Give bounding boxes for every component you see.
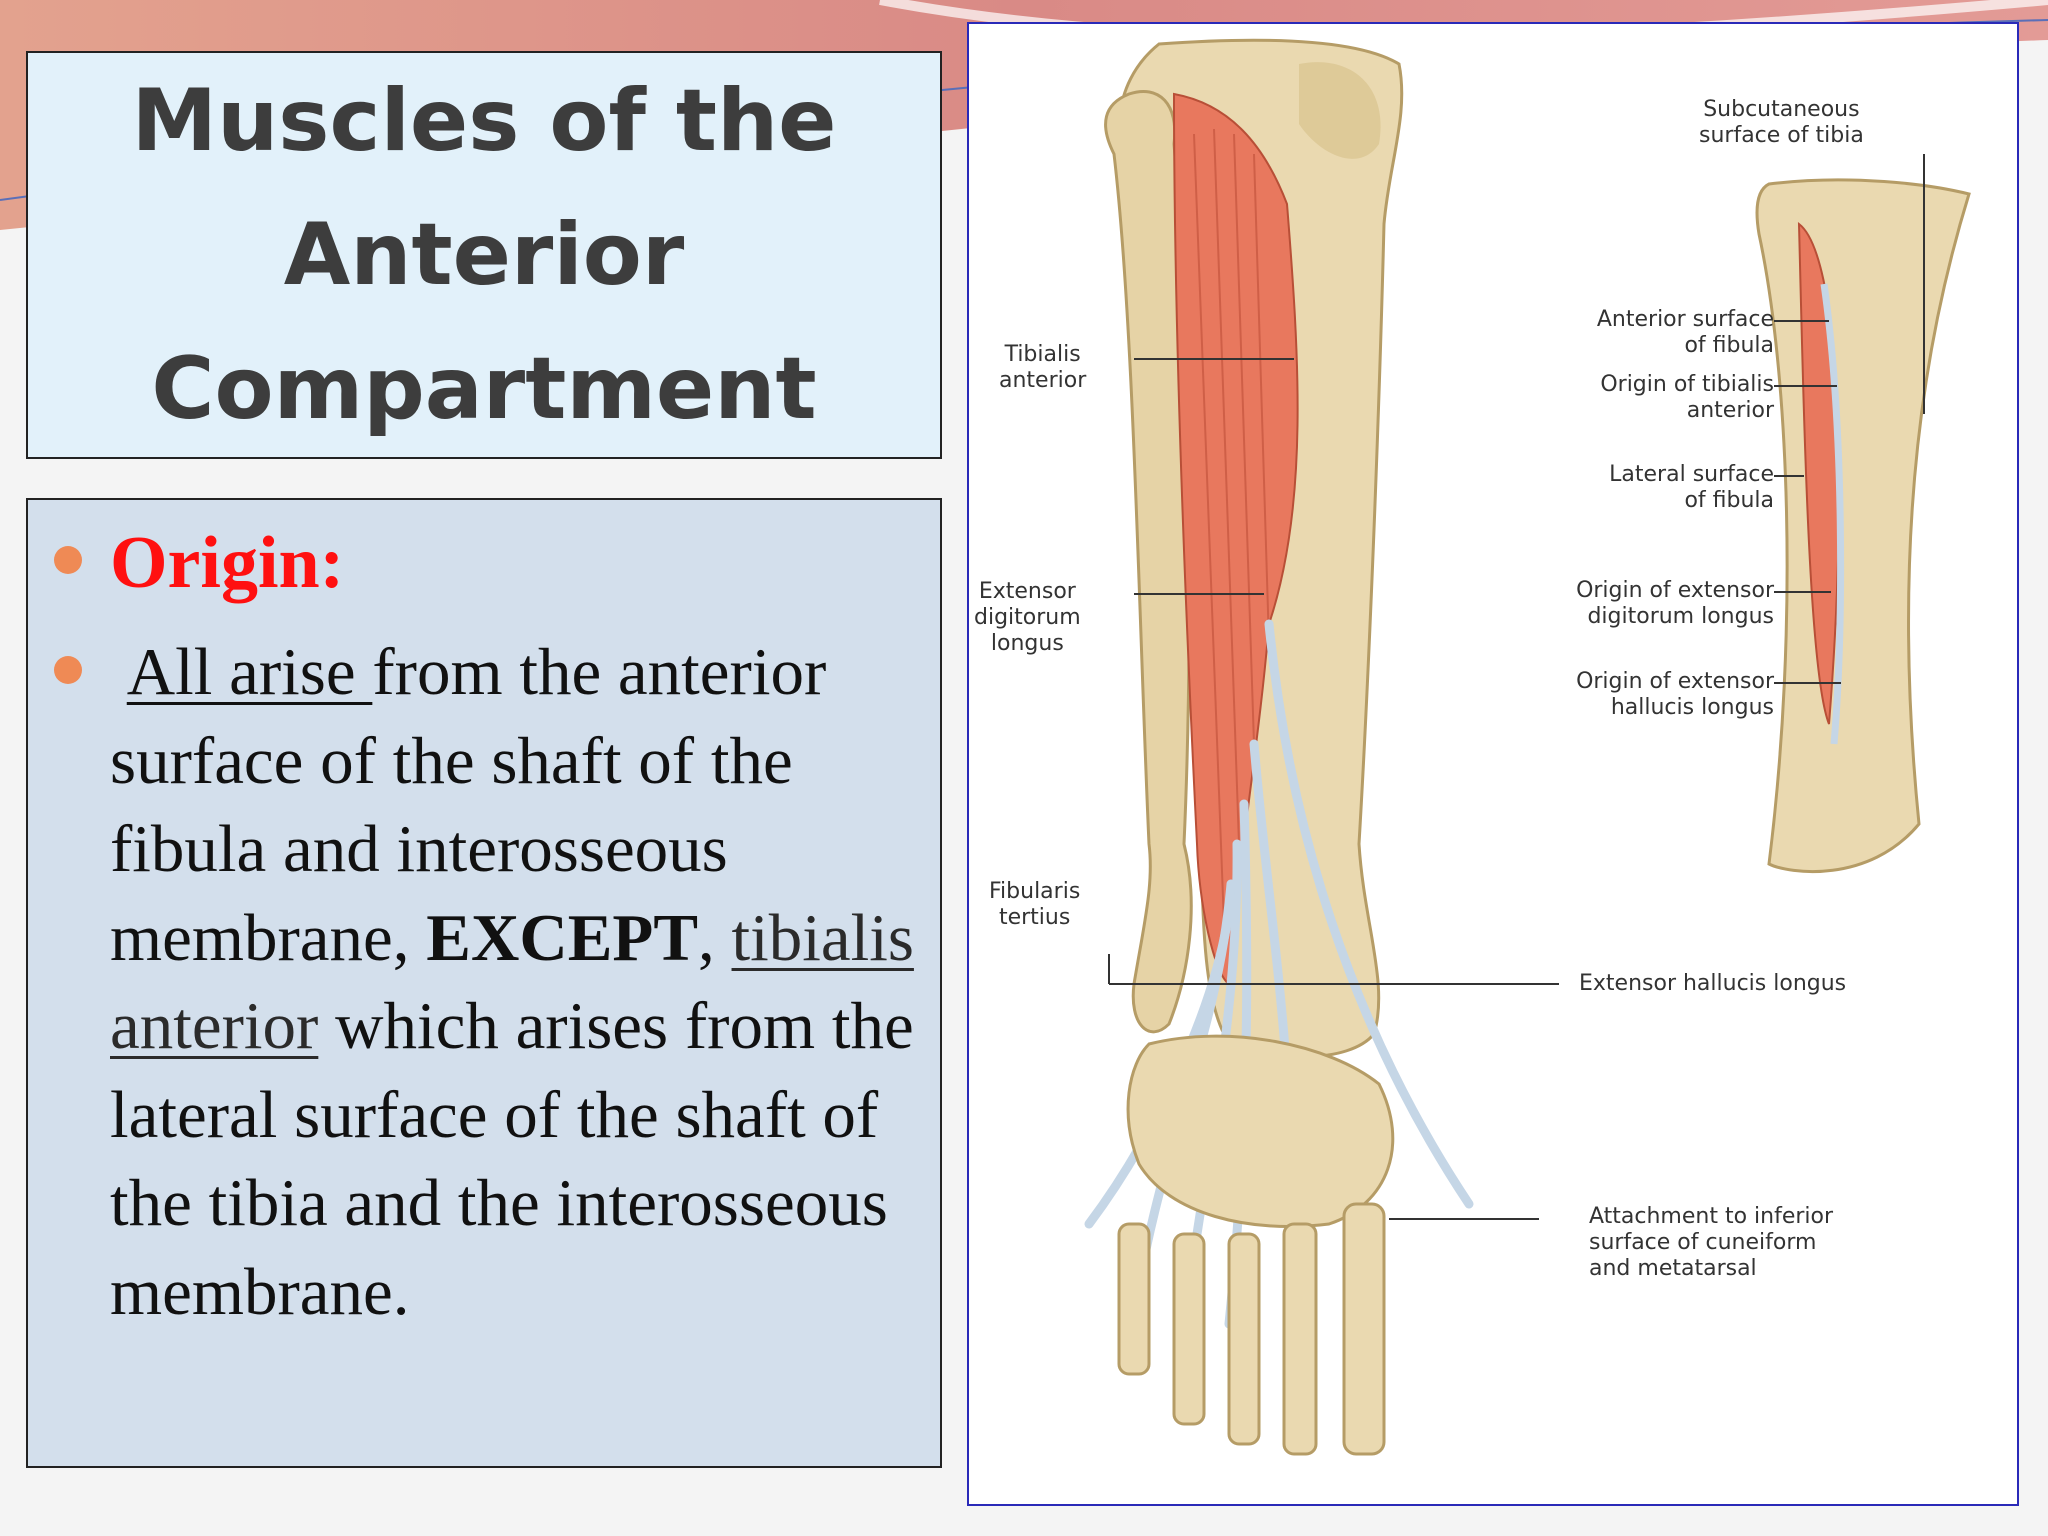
- label-extensor-digitorum-longus: Extensor digitorum longus: [974, 579, 1081, 656]
- label-fibularis-tertius: Fibularis tertius: [989, 879, 1081, 930]
- label-extensor-hallucis-longus: Extensor hallucis longus: [1579, 971, 1847, 996]
- description-part-1: from the anterior surface of the shaft o…: [110, 635, 827, 975]
- description-part-2: which arises from the lateral surface of…: [110, 989, 914, 1329]
- tibialis-anterior-text: tibialis anterior: [110, 900, 914, 1064]
- origin-description: All arise from the anterior surface of t…: [110, 628, 940, 1336]
- title-line-1: Muscles of the: [131, 71, 837, 171]
- leg-anatomy-illustration: [1084, 38, 1971, 1456]
- slide-title: Muscles of the Anterior Compartment: [131, 54, 836, 456]
- label-origin-extensor-digitorum: Origin of extensor digitorum longus: [1576, 578, 1774, 629]
- anatomy-illustration-frame: Tibialis anterior Extensor digitorum lon…: [967, 22, 2019, 1506]
- label-origin-tibialis-anterior: Origin of tibialis anterior: [1600, 372, 1774, 423]
- bullet-dot-icon: [54, 656, 82, 684]
- all-arise-text: All arise: [126, 635, 373, 709]
- label-anterior-surface-fibula: Anterior surface of fibula: [1596, 307, 1774, 358]
- content-box: Origin: All arise from the anterior surf…: [26, 498, 942, 1468]
- except-comma: ,: [698, 900, 732, 975]
- origin-heading: Origin:: [110, 522, 345, 604]
- title-line-3: Compartment: [151, 339, 817, 439]
- bullet-dot-icon: [54, 546, 82, 574]
- title-box: Muscles of the Anterior Compartment: [26, 51, 942, 459]
- title-line-2: Anterior: [283, 205, 685, 305]
- label-tibialis-anterior: Tibialis anterior: [999, 342, 1087, 393]
- label-attachment: Attachment to inferior surface of cuneif…: [1589, 1204, 1834, 1281]
- label-origin-extensor-hallucis: Origin of extensor hallucis longus: [1576, 669, 1774, 720]
- label-subcutaneous-surface: Subcutaneous surface of tibia: [1699, 97, 1864, 148]
- label-lateral-surface-fibula: Lateral surface of fibula: [1609, 462, 1774, 513]
- except-text: EXCEPT: [426, 900, 699, 975]
